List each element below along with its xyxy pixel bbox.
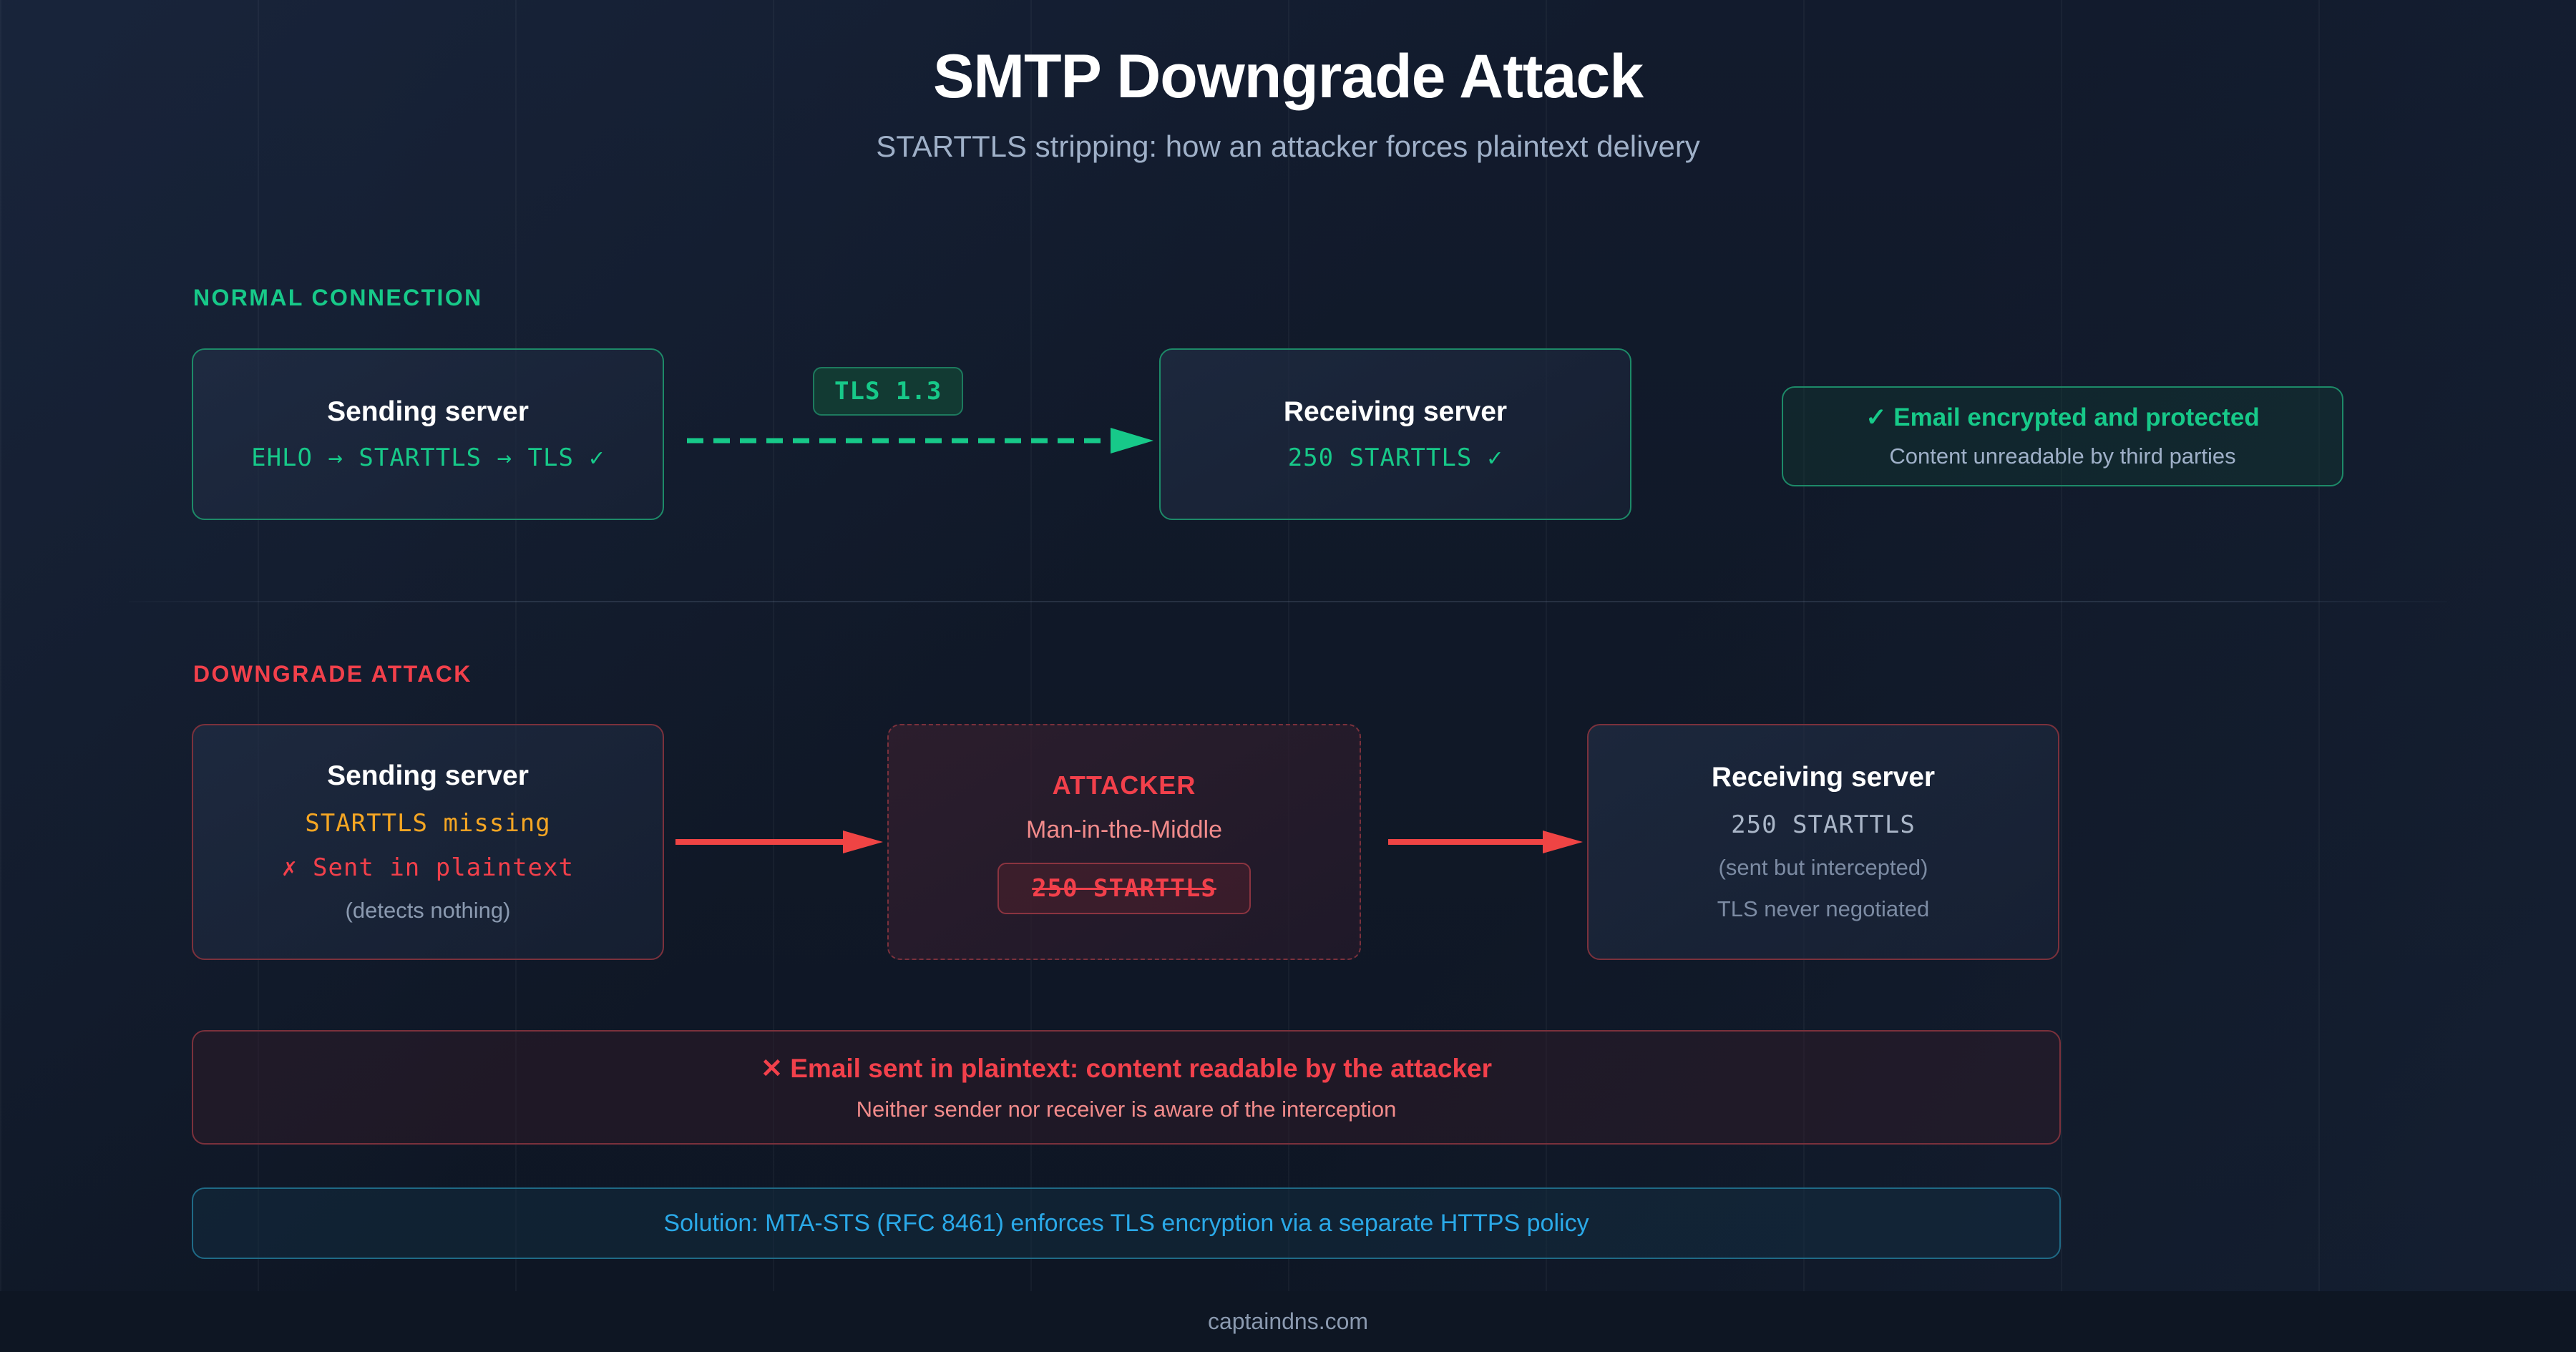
detects-nothing-note: (detects nothing) xyxy=(345,898,511,923)
attack-arrow-right xyxy=(1388,830,1584,854)
card-sending-server-normal: Sending server EHLO → STARTTLS → TLS ✓ xyxy=(192,348,664,520)
alert-headline: ✕ Email sent in plaintext: content reada… xyxy=(760,1053,1493,1083)
card-title: Receiving server xyxy=(1711,762,1936,793)
footer: captaindns.com xyxy=(0,1291,2576,1352)
receiving-command-line: 250 STARTTLS xyxy=(1731,810,1916,839)
solution-text: Solution: MTA-STS (RFC 8461) enforces TL… xyxy=(663,1209,1589,1237)
sent-but-intercepted-note: (sent but intercepted) xyxy=(1718,855,1928,880)
starttls-missing-line: STARTTLS missing xyxy=(305,809,551,838)
tls-never-negotiated-note: TLS never negotiated xyxy=(1717,896,1930,921)
success-detail: Content unreadable by third parties xyxy=(1889,444,2236,469)
encrypted-connection-arrow xyxy=(687,426,1159,455)
page-subtitle: STARTTLS stripping: how an attacker forc… xyxy=(876,129,1700,163)
sent-in-plaintext-line: ✗ Sent in plaintext xyxy=(282,853,574,882)
solution-box: Solution: MTA-STS (RFC 8461) enforces TL… xyxy=(192,1187,2061,1259)
card-sending-server-attack: Sending server STARTTLS missing ✗ Sent i… xyxy=(192,724,664,960)
section-divider xyxy=(129,601,2447,602)
alert-box-plaintext: ✕ Email sent in plaintext: content reada… xyxy=(192,1030,2061,1145)
result-box-success: ✓ Email encrypted and protected Content … xyxy=(1782,386,2343,486)
card-receiving-server-normal: Receiving server 250 STARTTLS ✓ xyxy=(1159,348,1631,520)
section-label-attack: DOWNGRADE ATTACK xyxy=(193,661,472,687)
attack-arrow-left xyxy=(675,830,884,854)
card-receiving-server-attack: Receiving server 250 STARTTLS (sent but … xyxy=(1587,724,2059,960)
header: SMTP Downgrade Attack STARTTLS stripping… xyxy=(0,43,2576,164)
attacker-title: ATTACKER xyxy=(1052,770,1196,800)
attacker-subtitle: Man-in-the-Middle xyxy=(1026,815,1222,843)
tls-version-badge: TLS 1.3 xyxy=(813,367,964,416)
stripped-starttls-command: 250 STARTTLS xyxy=(997,862,1251,914)
card-title: Sending server xyxy=(327,396,529,427)
card-attacker: ATTACKER Man-in-the-Middle 250 STARTTLS xyxy=(887,724,1361,960)
success-headline: ✓ Email encrypted and protected xyxy=(1865,403,2260,431)
section-label-normal: NORMAL CONNECTION xyxy=(193,285,483,310)
page-title: SMTP Downgrade Attack xyxy=(932,42,1644,111)
footer-site-name: captaindns.com xyxy=(1207,1308,1369,1334)
protocol-response: 250 STARTTLS ✓ xyxy=(1287,444,1503,472)
alert-detail: Neither sender nor receiver is aware of … xyxy=(856,1096,1397,1122)
card-title: Sending server xyxy=(327,760,529,791)
card-title: Receiving server xyxy=(1283,396,1508,427)
protocol-sequence: EHLO → STARTTLS → TLS ✓ xyxy=(251,444,605,472)
